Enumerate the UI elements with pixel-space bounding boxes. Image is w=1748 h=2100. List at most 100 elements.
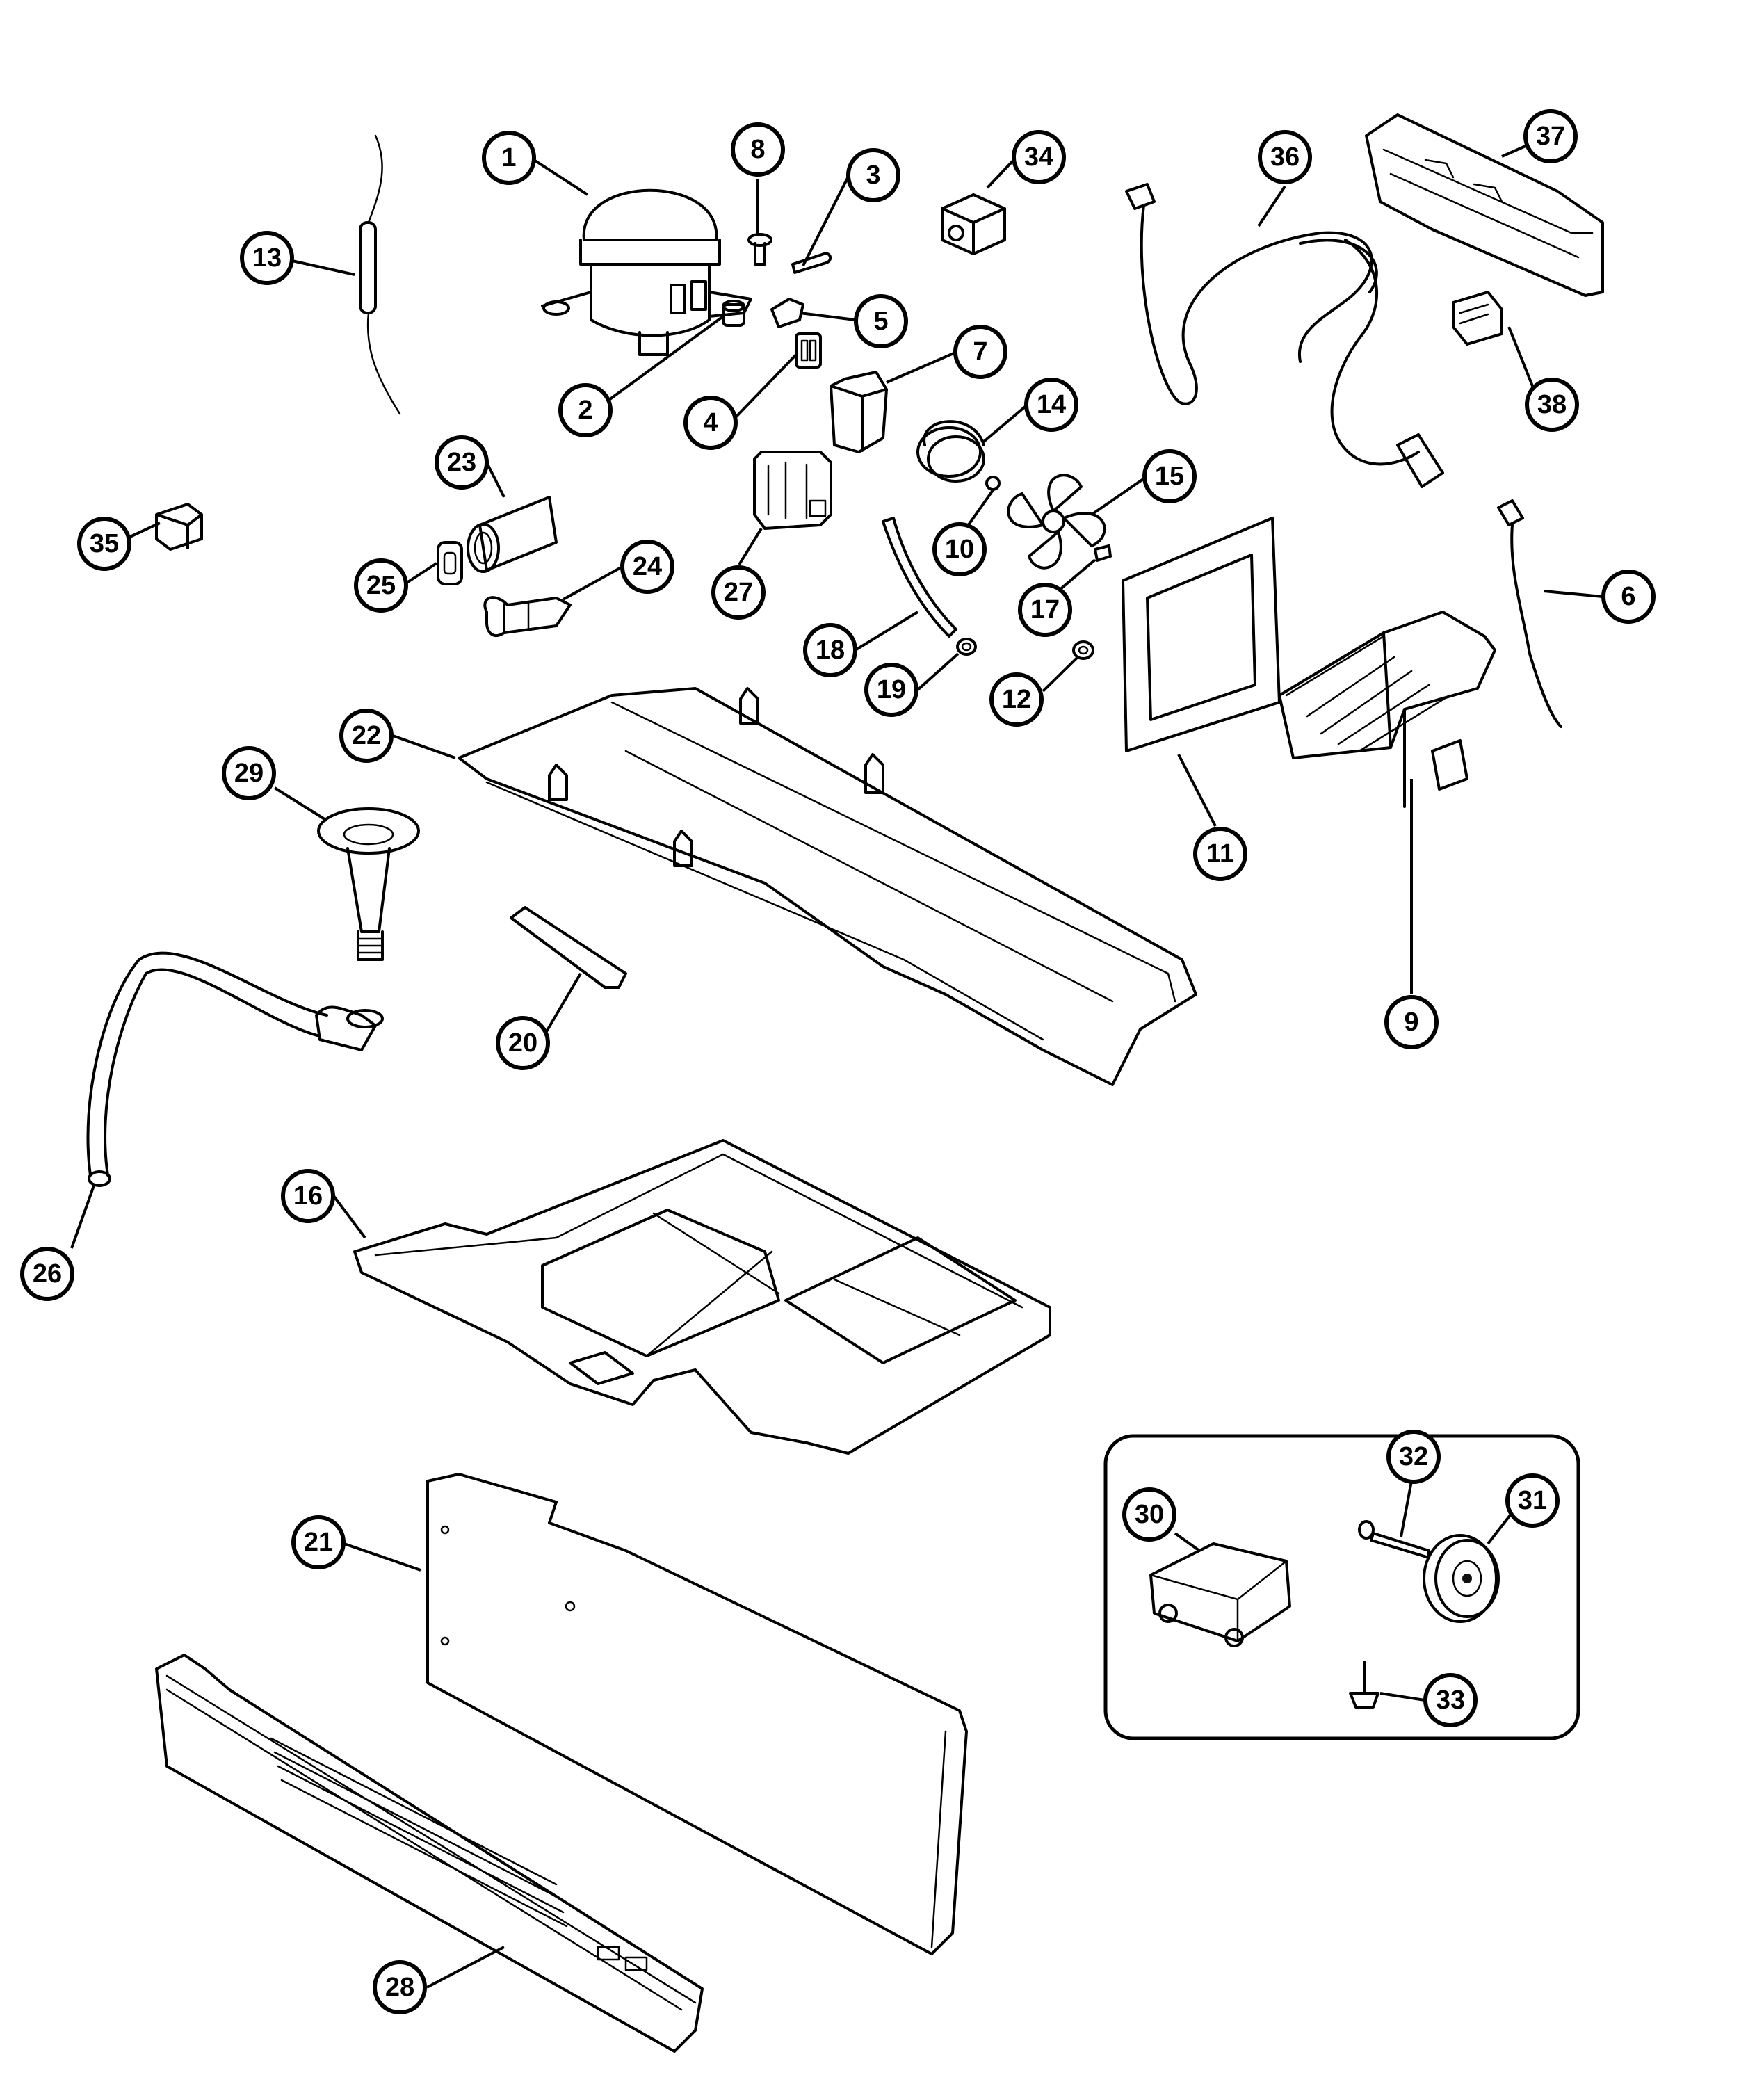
callout-26: 26 [20, 1247, 74, 1301]
callout-38-label: 38 [1537, 390, 1567, 419]
callout-6: 6 [1601, 570, 1656, 624]
callout-14: 14 [1024, 378, 1078, 432]
callouts: 1 2 3 4 5 6 7 8 9 10 11 12 13 14 15 16 1… [20, 109, 1656, 2014]
callout-17-label: 17 [1030, 595, 1060, 624]
callout-32-label: 32 [1399, 1442, 1428, 1471]
part-2-grommet [722, 300, 745, 327]
part-30-housing [1149, 1542, 1291, 1647]
part-32-bolt [1358, 1520, 1430, 1559]
callout-35: 35 [77, 517, 131, 571]
callout-8-label: 8 [750, 135, 765, 164]
callout-24-label: 24 [633, 552, 662, 581]
part-13-sensor-lead [359, 134, 401, 415]
callout-25: 25 [354, 558, 408, 613]
callout-36-label: 36 [1270, 143, 1300, 172]
callout-11-label: 11 [1206, 839, 1234, 869]
callout-37-label: 37 [1536, 122, 1565, 151]
callout-19: 19 [864, 663, 918, 717]
callout-7: 7 [953, 325, 1007, 379]
callout-33: 33 [1423, 1673, 1478, 1727]
callout-9: 9 [1384, 995, 1439, 1049]
part-19-grommet [956, 638, 977, 656]
callout-7-label: 7 [973, 337, 987, 366]
callout-27-label: 27 [724, 578, 753, 607]
part-28-grille [155, 1654, 704, 2053]
part-16-drain-pan [353, 1139, 1051, 1455]
leader-lines [70, 145, 1603, 1989]
callout-5: 5 [854, 294, 908, 348]
part-9-evaporator [1278, 611, 1496, 808]
callout-27: 27 [711, 565, 766, 620]
part-26-drain-tube [86, 951, 384, 1187]
callout-35-label: 35 [90, 529, 119, 558]
inset-box [1103, 1434, 1580, 1740]
part-23-capacitor [467, 496, 558, 573]
callout-13: 13 [240, 231, 294, 285]
part-18-strap [882, 517, 957, 638]
part-36-power-cord [1125, 183, 1444, 488]
callout-18: 18 [803, 623, 857, 677]
callout-3-label: 3 [866, 161, 880, 190]
part-22-base-frame [458, 687, 1197, 1086]
callout-26-label: 26 [33, 1259, 62, 1289]
callout-11: 11 [1193, 827, 1247, 881]
callout-14-label: 14 [1037, 390, 1066, 419]
callout-29-label: 29 [234, 759, 264, 788]
callout-36: 36 [1258, 130, 1312, 184]
callout-10-label: 10 [945, 535, 974, 564]
callout-29: 29 [222, 746, 276, 800]
callout-10: 10 [932, 522, 987, 576]
part-10-nut [985, 476, 1001, 491]
callout-18-label: 18 [816, 636, 845, 665]
callout-12-label: 12 [1002, 685, 1031, 714]
callout-37: 37 [1523, 109, 1578, 163]
callout-38: 38 [1525, 378, 1579, 432]
callout-2: 2 [558, 383, 613, 437]
callout-4: 4 [683, 396, 738, 450]
callout-31: 31 [1505, 1473, 1560, 1528]
part-11-shroud [1122, 517, 1281, 752]
part-17-clip [1094, 544, 1112, 562]
callout-9-label: 9 [1404, 1008, 1418, 1037]
part-3-clip [791, 252, 832, 274]
part-25-terminal [437, 541, 463, 585]
callout-4-label: 4 [703, 408, 718, 437]
callout-21: 21 [291, 1515, 346, 1569]
callout-23-label: 23 [447, 448, 476, 477]
part-12-grommet [1072, 640, 1094, 660]
part-37-control-housing [1365, 113, 1604, 297]
part-1-compressor [541, 188, 752, 356]
callout-15: 15 [1142, 449, 1197, 503]
callout-17: 17 [1018, 583, 1072, 637]
callout-15-label: 15 [1155, 462, 1184, 491]
callout-28: 28 [373, 1960, 427, 2014]
callout-16-label: 16 [293, 1181, 323, 1211]
callout-6-label: 6 [1621, 582, 1635, 611]
callout-24: 24 [620, 540, 674, 594]
part-6-cord [1497, 499, 1562, 728]
callout-31-label: 31 [1518, 1486, 1547, 1515]
part-7-overload [830, 371, 888, 453]
callout-34: 34 [1012, 130, 1066, 184]
callout-1-label: 1 [501, 143, 516, 172]
callout-3: 3 [846, 148, 900, 202]
callout-21-label: 21 [304, 1528, 333, 1557]
callout-25-label: 25 [366, 571, 396, 600]
callout-20: 20 [496, 1016, 550, 1070]
part-29-drain-funnel [317, 807, 420, 961]
callout-16: 16 [281, 1169, 335, 1223]
callout-28-label: 28 [385, 1973, 414, 2002]
callout-33-label: 33 [1436, 1686, 1465, 1715]
callout-32: 32 [1386, 1430, 1441, 1484]
part-8-screw [747, 233, 772, 266]
part-14-fan-motor [916, 420, 985, 483]
callout-30: 30 [1122, 1487, 1176, 1542]
callout-19-label: 19 [877, 675, 906, 704]
callout-2-label: 2 [578, 396, 592, 425]
part-31-roller-wheel [1423, 1534, 1500, 1623]
callout-20-label: 20 [508, 1028, 537, 1058]
callout-5-label: 5 [873, 307, 888, 336]
callout-13-label: 13 [252, 243, 282, 273]
part-20-channel [510, 906, 627, 989]
callout-30-label: 30 [1135, 1500, 1164, 1529]
